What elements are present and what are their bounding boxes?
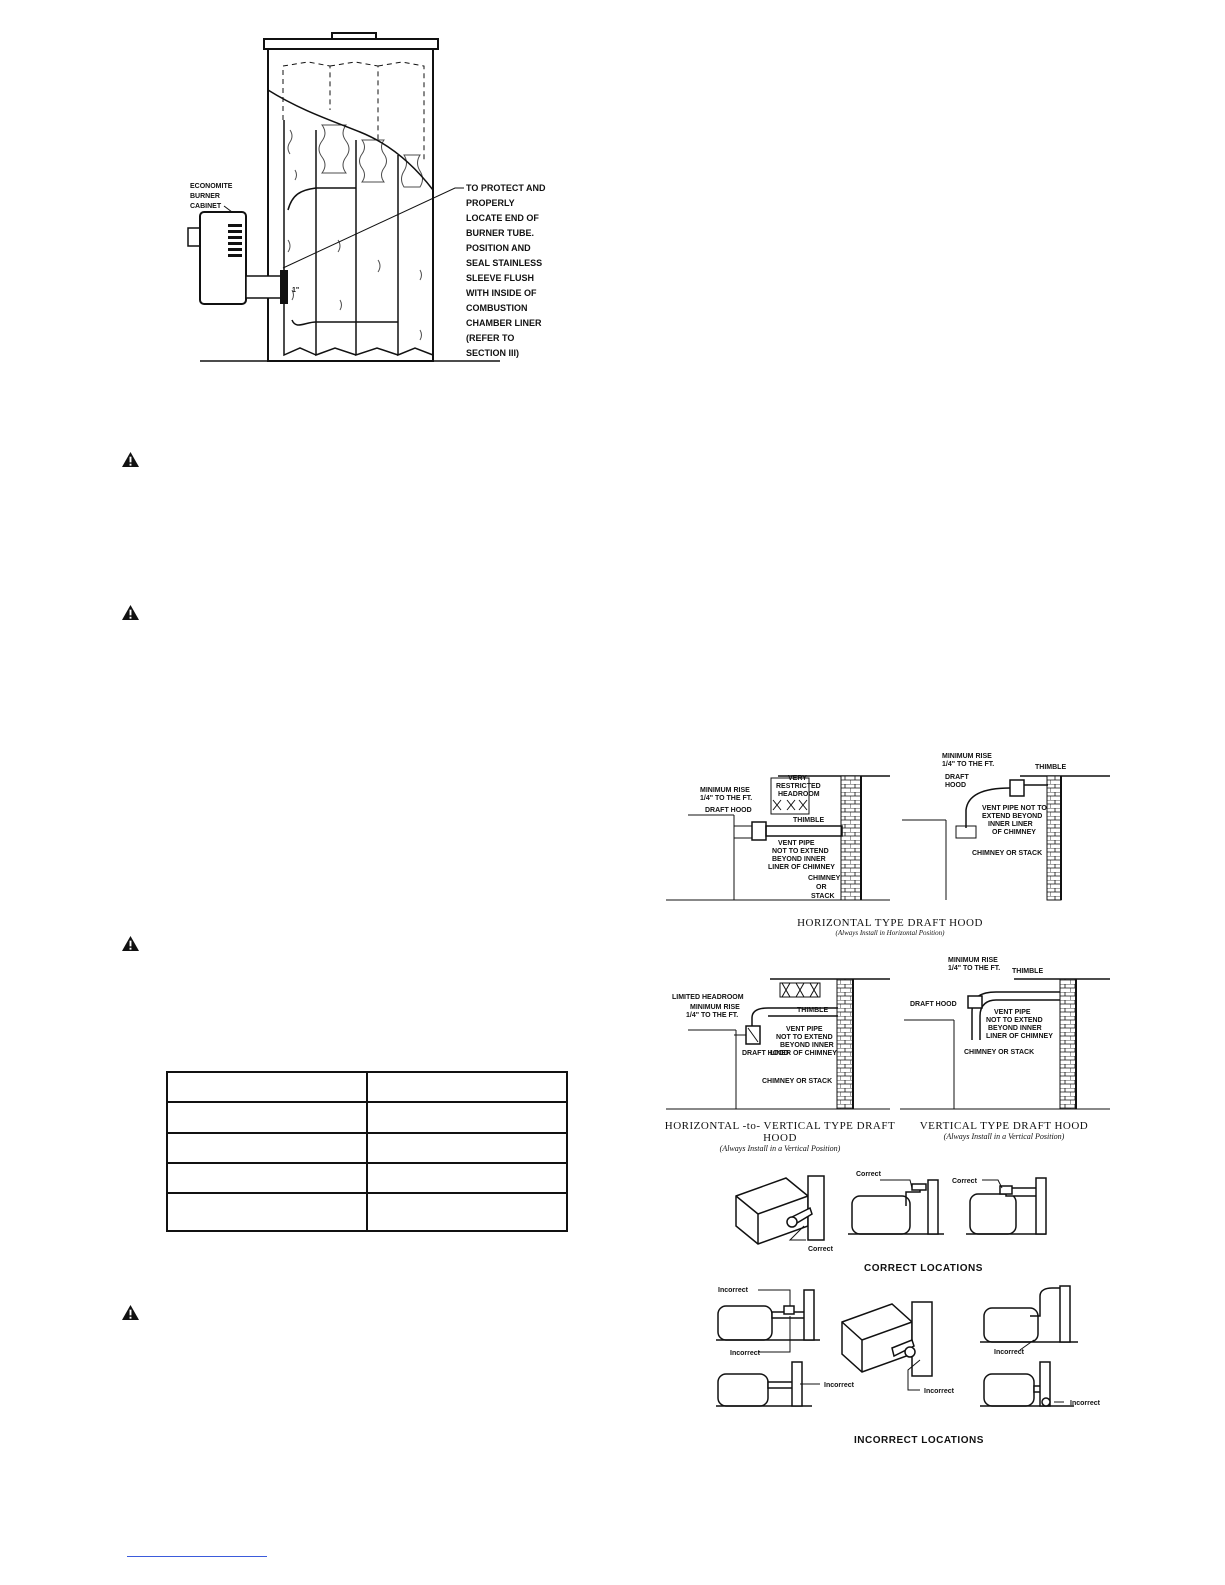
svg-text:Incorrect: Incorrect [924, 1388, 955, 1395]
svg-text:(REFER TO: (REFER TO [466, 333, 514, 343]
svg-text:VERY: VERY [788, 775, 807, 782]
svg-text:THIMBLE: THIMBLE [1012, 968, 1043, 975]
spec-table [166, 1070, 568, 1232]
svg-text:SLEEVE FLUSH: SLEEVE FLUSH [466, 273, 534, 283]
footer-rule [127, 1556, 267, 1557]
svg-text:Incorrect: Incorrect [1070, 1400, 1101, 1407]
panel-vertical: MINIMUM RISE 1/4" TO THE FT. THIMBLE DRA… [900, 957, 1110, 1110]
table-row [166, 1192, 568, 1232]
panel-horizontal-normal: MINIMUM RISE 1/4" TO THE FT. DRAFT HOOD … [902, 753, 1110, 901]
correct-locations-title: CORRECT LOCATIONS [864, 1263, 983, 1274]
svg-text:Incorrect: Incorrect [824, 1382, 855, 1389]
svg-text:BEYOND INNER: BEYOND INNER [780, 1042, 834, 1049]
svg-text:VENT PIPE: VENT PIPE [786, 1026, 823, 1033]
svg-text:VENT PIPE: VENT PIPE [994, 1009, 1031, 1016]
svg-text:Incorrect: Incorrect [994, 1349, 1025, 1356]
svg-text:LIMITED HEADROOM: LIMITED HEADROOM [672, 994, 744, 1001]
incorrect-locations-title: INCORRECT LOCATIONS [854, 1435, 984, 1446]
svg-text:SEAL STAINLESS: SEAL STAINLESS [466, 258, 542, 268]
warning-triangle-icon [122, 604, 139, 621]
svg-text:RESTRICTED: RESTRICTED [776, 783, 821, 790]
svg-text:THIMBLE: THIMBLE [1035, 764, 1066, 771]
svg-text:CHAMBER LINER: CHAMBER LINER [466, 318, 542, 328]
svg-text:Correct: Correct [952, 1178, 978, 1185]
svg-text:INNER LINER: INNER LINER [988, 821, 1033, 828]
svg-text:OR: OR [816, 884, 827, 891]
svg-text:MINIMUM RISE: MINIMUM RISE [942, 753, 992, 760]
locations-diagram: Correct Correct Correct Incorrect Incorr… [716, 1171, 1101, 1407]
table-row [166, 1131, 568, 1164]
svg-text:CHIMNEY OR STACK: CHIMNEY OR STACK [972, 850, 1042, 857]
svg-text:VENT PIPE: VENT PIPE [778, 840, 815, 847]
warning-triangle-icon [122, 935, 139, 952]
svg-text:LINER OF CHIMNEY: LINER OF CHIMNEY [986, 1033, 1053, 1040]
boiler-cutaway-figure: ECONOMITE BURNER CABINET 1" TO PROTECT A… [187, 32, 546, 362]
svg-text:VENT PIPE NOT TO: VENT PIPE NOT TO [982, 805, 1047, 812]
cabinet-label-2: BURNER [190, 193, 220, 200]
svg-text:BEYOND INNER: BEYOND INNER [772, 856, 826, 863]
svg-text:LINER OF CHIMNEY: LINER OF CHIMNEY [770, 1050, 837, 1057]
cabinet-label-1: ECONOMITE [190, 183, 233, 190]
svg-text:NOT TO EXTEND: NOT TO EXTEND [776, 1034, 833, 1041]
svg-text:CHIMNEY: CHIMNEY [808, 875, 841, 882]
svg-text:HEADROOM: HEADROOM [778, 791, 820, 798]
svg-text:NOT TO EXTEND: NOT TO EXTEND [986, 1017, 1043, 1024]
svg-text:THIMBLE: THIMBLE [797, 1007, 828, 1014]
vertical-caption: VERTICAL TYPE DRAFT HOOD (Always Install… [919, 1120, 1089, 1141]
svg-text:Incorrect: Incorrect [718, 1287, 749, 1294]
svg-text:BEYOND INNER: BEYOND INNER [988, 1025, 1042, 1032]
svg-text:DRAFT HOOD: DRAFT HOOD [742, 1050, 789, 1057]
hv-caption: HORIZONTAL -to- VERTICAL TYPE DRAFT HOOD… [664, 1120, 896, 1153]
svg-text:DRAFT HOOD: DRAFT HOOD [705, 807, 752, 814]
svg-text:BURNER TUBE.: BURNER TUBE. [466, 228, 534, 238]
table-row [166, 1070, 568, 1104]
svg-text:WITH INSIDE OF: WITH INSIDE OF [466, 288, 537, 298]
svg-text:DRAFT HOOD: DRAFT HOOD [910, 1001, 957, 1008]
svg-text:OF CHIMNEY: OF CHIMNEY [992, 829, 1036, 836]
svg-text:LINER OF CHIMNEY: LINER OF CHIMNEY [768, 864, 835, 871]
panel-horizontal-to-vertical: LIMITED HEADROOM MINIMUM RISE 1/4" TO TH… [666, 978, 890, 1110]
warning-triangle-icon [122, 1304, 139, 1321]
horizontal-caption: HORIZONTAL TYPE DRAFT HOOD [797, 917, 983, 929]
dimension-label: 1" [292, 287, 299, 294]
svg-text:SECTION III): SECTION III) [466, 348, 519, 358]
svg-text:EXTEND BEYOND: EXTEND BEYOND [982, 813, 1042, 820]
svg-text:1/4" TO THE FT.: 1/4" TO THE FT. [942, 761, 994, 768]
svg-text:TO PROTECT AND: TO PROTECT AND [466, 183, 546, 193]
table-row [166, 1101, 568, 1134]
svg-text:1/4" TO THE FT.: 1/4" TO THE FT. [948, 965, 1000, 972]
svg-text:MINIMUM RISE: MINIMUM RISE [948, 957, 998, 964]
svg-text:Incorrect: Incorrect [730, 1350, 761, 1357]
svg-text:1/4" TO THE FT.: 1/4" TO THE FT. [700, 795, 752, 802]
horizontal-subcaption: (Always Install in Horizontal Position) [836, 929, 946, 937]
svg-text:MINIMUM RISE: MINIMUM RISE [700, 787, 750, 794]
cabinet-label-3: CABINET [190, 203, 222, 210]
warning-triangle-icon [122, 451, 139, 468]
svg-text:HOOD: HOOD [945, 782, 966, 789]
svg-text:THIMBLE: THIMBLE [793, 817, 824, 824]
svg-text:LOCATE END OF: LOCATE END OF [466, 213, 539, 223]
panel-horizontal-restricted: VERY RESTRICTED HEADROOM MINIMUM RISE 1/… [666, 775, 890, 901]
svg-text:STACK: STACK [811, 893, 835, 900]
svg-text:POSITION AND: POSITION AND [466, 243, 531, 253]
svg-text:DRAFT: DRAFT [945, 774, 969, 781]
svg-text:Correct: Correct [856, 1171, 882, 1178]
svg-text:Correct: Correct [808, 1246, 834, 1253]
svg-text:COMBUSTION: COMBUSTION [466, 303, 528, 313]
table-row [166, 1161, 568, 1195]
svg-text:NOT TO EXTEND: NOT TO EXTEND [772, 848, 829, 855]
svg-text:PROPERLY: PROPERLY [466, 198, 515, 208]
draft-hood-diagrams: VERY RESTRICTED HEADROOM MINIMUM RISE 1/… [666, 753, 1110, 1110]
svg-text:CHIMNEY OR STACK: CHIMNEY OR STACK [762, 1078, 832, 1085]
burner-tube-note: TO PROTECT AND PROPERLY LOCATE END OF BU… [466, 183, 546, 358]
svg-text:CHIMNEY OR STACK: CHIMNEY OR STACK [964, 1049, 1034, 1056]
svg-text:MINIMUM RISE: MINIMUM RISE [690, 1004, 740, 1011]
svg-text:1/4" TO THE FT.: 1/4" TO THE FT. [686, 1012, 738, 1019]
